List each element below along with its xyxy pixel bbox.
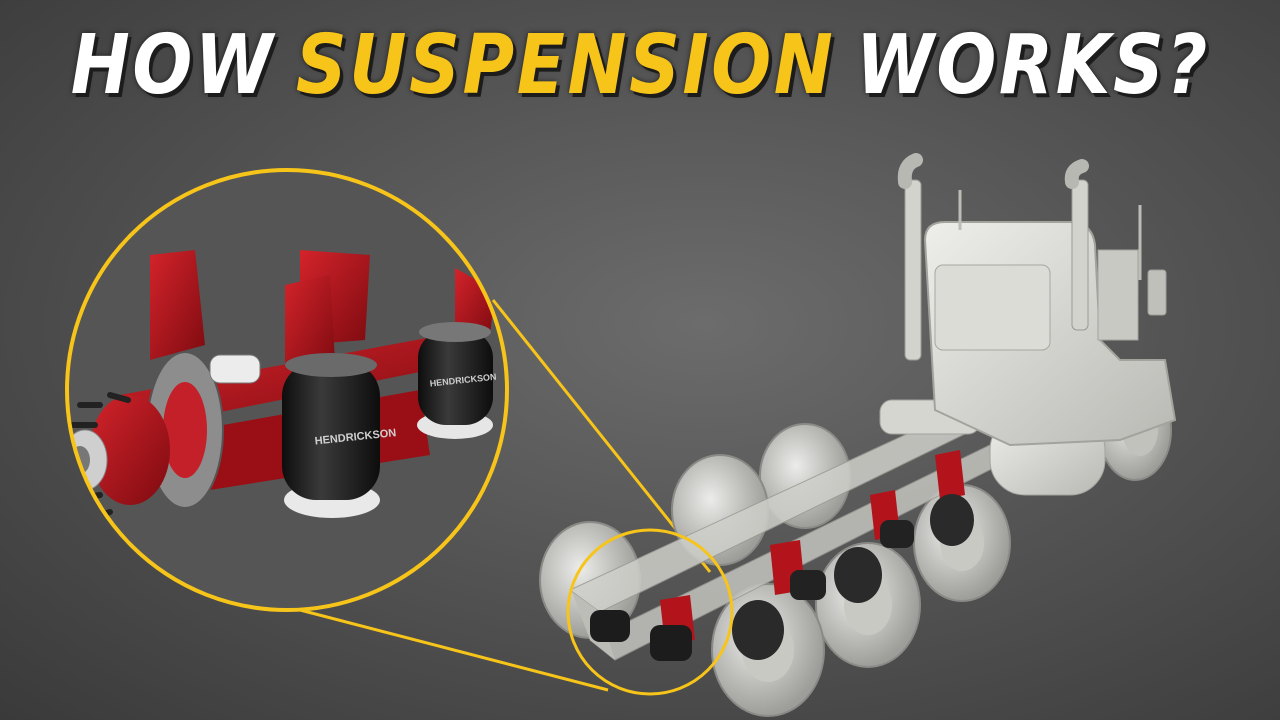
- truck: [539, 153, 1177, 717]
- truck-cab: [897, 153, 1177, 447]
- title-word-suspension: SUSPENSION: [295, 17, 836, 113]
- title-word-how: HOW: [70, 17, 275, 113]
- title-word-works: WORKS?: [855, 17, 1210, 113]
- zoomed-suspension-assembly: HENDRICKSON HENDRICKSON: [67, 250, 497, 521]
- zoom-circle: HENDRICKSON HENDRICKSON: [65, 168, 509, 612]
- truck-suspension: [590, 450, 974, 661]
- callout-target-circle: [566, 528, 734, 696]
